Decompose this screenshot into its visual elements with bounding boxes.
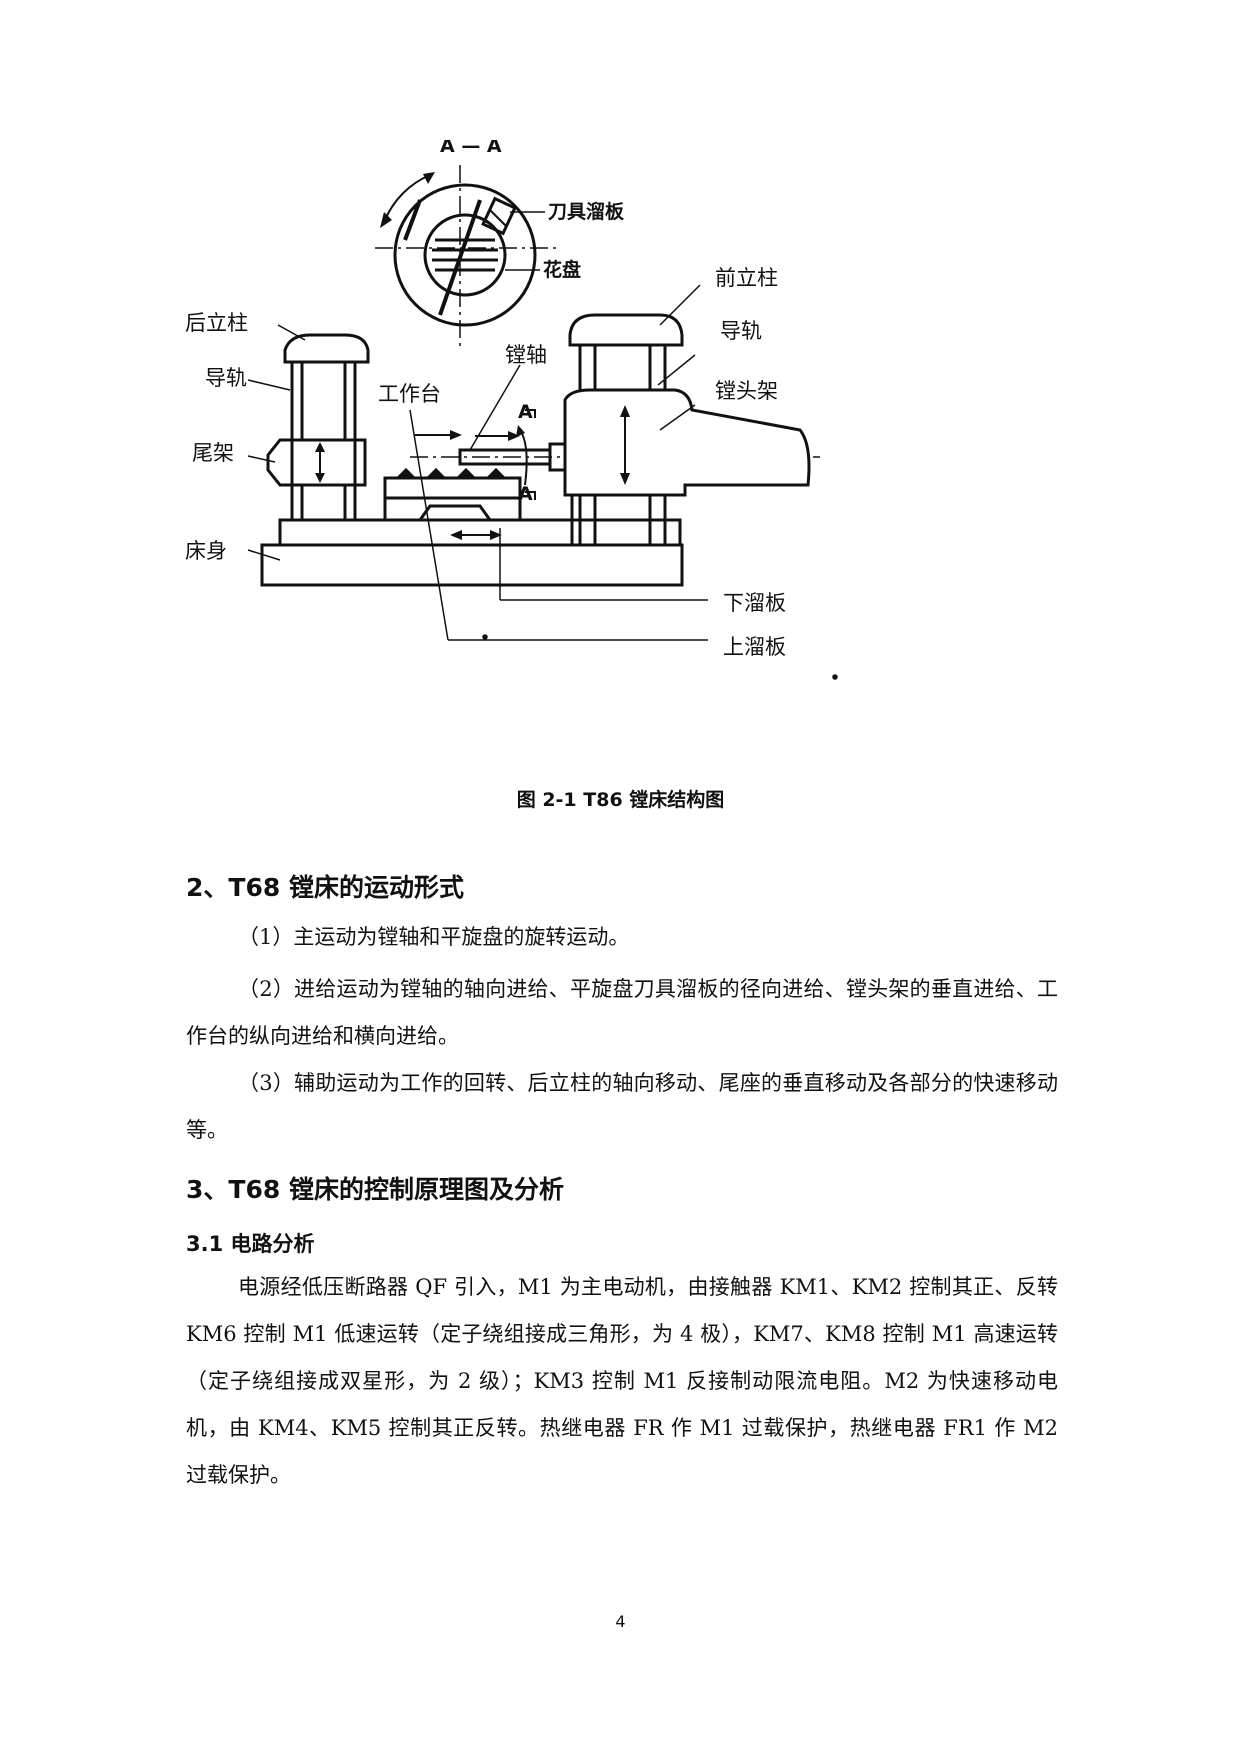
paragraph-feed-motion: （2）进给运动为镗轴的轴向进给、平旋盘刀具溜板的径向进给、镗头架的垂直进给、工作…: [186, 977, 1058, 1048]
boring-machine-diagram: A — A 刀具溜板 花盘 后立柱 导轨 尾架 床身 工作台 镗轴 前立柱 导轨…: [185, 135, 838, 680]
label-a-bottom: A: [518, 483, 533, 505]
section-heading-3: 3、T68 镗床的控制原理图及分析: [186, 1175, 564, 1204]
label-tool-slide: 刀具溜板: [548, 200, 625, 223]
label-tailstock: 尾架: [192, 441, 234, 465]
section-view: [375, 165, 560, 350]
label-bed: 床身: [185, 539, 227, 563]
label-rear-column: 后立柱: [185, 311, 248, 335]
boring-machine-figure: A — A 刀具溜板 花盘 后立柱 导轨 尾架 床身 工作台 镗轴 前立柱 导轨…: [180, 135, 980, 760]
page-number: 4: [615, 1612, 626, 1631]
subsection-heading-3-1: 3.1 电路分析: [186, 1232, 315, 1256]
label-guide-right: 导轨: [720, 319, 762, 343]
label-guide-left: 导轨: [205, 366, 247, 390]
label-spindle: 镗轴: [505, 343, 547, 367]
label-headstock: 镗头架: [715, 379, 778, 403]
rear-column: [266, 333, 370, 520]
machine-bed: [260, 518, 684, 587]
label-a-top: A: [518, 401, 533, 423]
label-worktable: 工作台: [378, 382, 441, 406]
front-column: [563, 313, 811, 545]
section-heading-2: 2、T68 镗床的运动形式: [186, 873, 464, 902]
paragraph-main-motion: （1）主运动为镗轴和平旋盘的旋转运动。: [238, 925, 630, 949]
worktable: [383, 430, 522, 540]
paragraph-auxiliary-motion: （3）辅助运动为工作的回转、后立柱的轴向移动、尾座的垂直移动及各部分的快速移动等…: [186, 1071, 1058, 1142]
label-upper-slide: 上溜板: [723, 635, 786, 659]
figure-caption: 图 2-1 T86 镗床结构图: [516, 789, 725, 811]
label-section-aa: A — A: [440, 140, 502, 157]
label-front-column: 前立柱: [715, 266, 778, 290]
leader-lines: [247, 284, 708, 641]
label-lower-slide: 下溜板: [723, 591, 786, 615]
paragraph-circuit-analysis: 电源经低压断路器 QF 引入，M1 为主电动机，由接触器 KM1、KM2 控制其…: [186, 1275, 1058, 1487]
label-faceplate: 花盘: [543, 258, 581, 281]
